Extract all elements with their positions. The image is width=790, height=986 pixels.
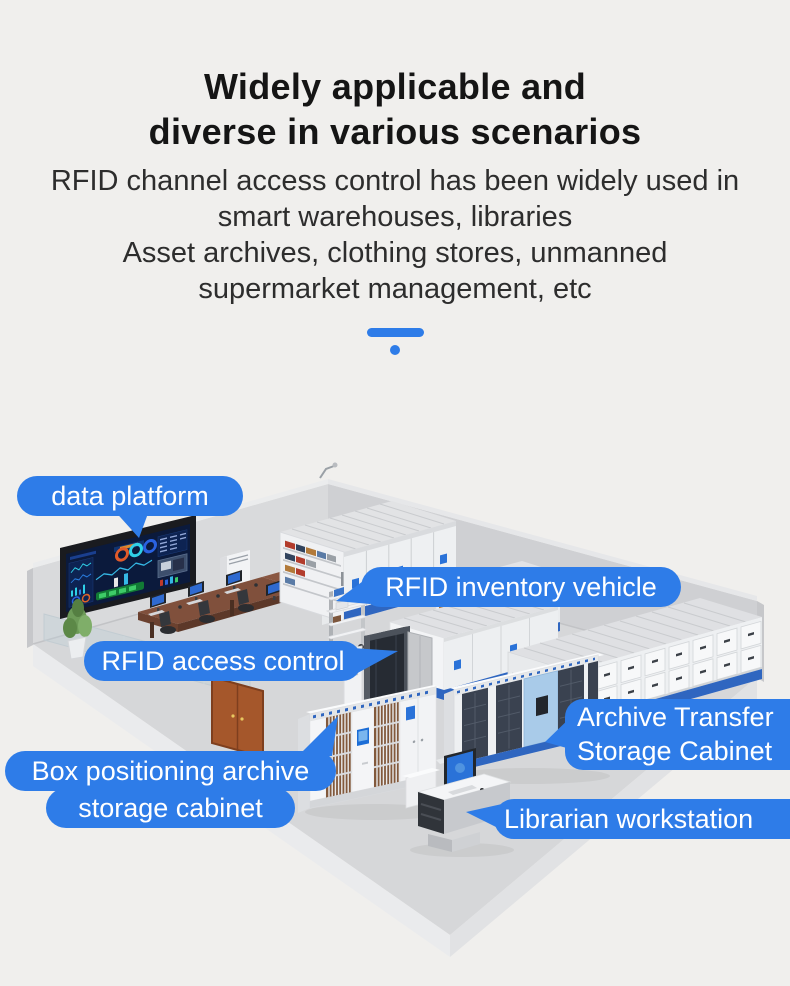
callout-archive-transfer: Archive Transfer Storage Cabinet: [565, 699, 790, 770]
subtitle-line-3: Asset archives, clothing stores, unmanne…: [122, 237, 668, 269]
archive-transfer-line2: Storage Cabinet: [577, 736, 773, 766]
box-positioning-cabinet: [298, 685, 445, 820]
desk-monitors: [150, 570, 282, 612]
callout-box-positioning-line2: storage cabinet: [46, 788, 295, 828]
section-divider: [0, 328, 790, 355]
subtitle-line-4: supermarket management, etc: [198, 273, 592, 305]
title-line-2: diverse in various scenarios: [148, 111, 642, 152]
access-control-tail: [352, 648, 398, 676]
page-subtitle: RFID channel access control has been wid…: [0, 163, 790, 307]
page-title: Widely applicable and diverse in various…: [0, 64, 790, 154]
subtitle-line-2: smart warehouses, libraries: [217, 201, 573, 233]
potted-plant: [63, 599, 92, 660]
wall-antenna: [319, 465, 335, 479]
callout-rfid-inventory-vehicle: RFID inventory vehicle: [361, 567, 681, 607]
divider-bar: [366, 328, 424, 337]
librarian-tail: [466, 804, 502, 830]
callout-librarian-workstation: Librarian workstation: [494, 799, 790, 839]
librarian-workstation-desk: [402, 748, 514, 857]
callout-box-positioning-line1: Box positioning archive: [5, 751, 336, 791]
wooden-double-door: [211, 675, 264, 759]
title-line-1: Widely applicable and: [203, 66, 587, 107]
subtitle-line-1: RFID channel access control has been wid…: [50, 165, 740, 197]
header: Widely applicable and diverse in various…: [0, 0, 790, 355]
callout-rfid-access-control: RFID access control: [84, 641, 362, 681]
office-chairs: [159, 589, 254, 634]
data-platform-screen: [60, 515, 196, 619]
callout-data-platform: data platform: [17, 476, 243, 516]
box-positioning-tail: [298, 716, 338, 756]
divider-dot: [390, 345, 400, 355]
archive-transfer-line1: Archive Transfer: [577, 702, 774, 732]
dashboard-content: [66, 523, 190, 612]
